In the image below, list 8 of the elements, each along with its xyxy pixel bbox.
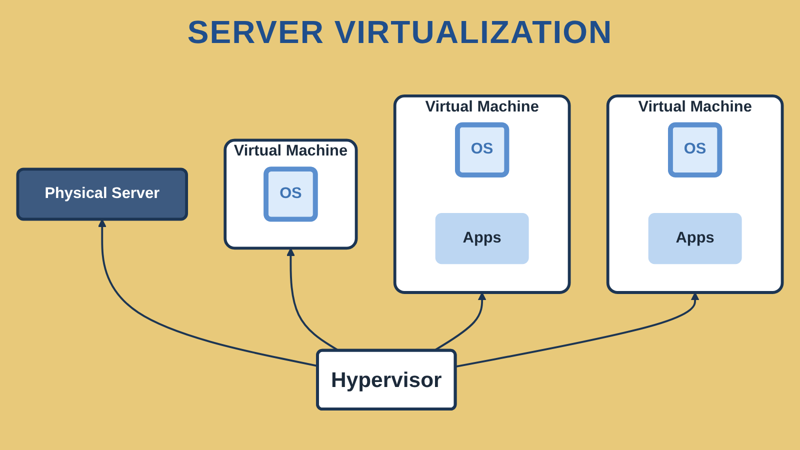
arrow <box>286 248 339 352</box>
arrow <box>98 218 318 368</box>
node-box: Apps <box>435 212 529 264</box>
arrow <box>434 292 486 352</box>
arrow <box>455 292 700 368</box>
diagram-title: SERVER VIRTUALIZATION <box>187 14 613 51</box>
node-box: Apps <box>648 212 742 264</box>
node-box: Physical Server <box>16 168 188 221</box>
